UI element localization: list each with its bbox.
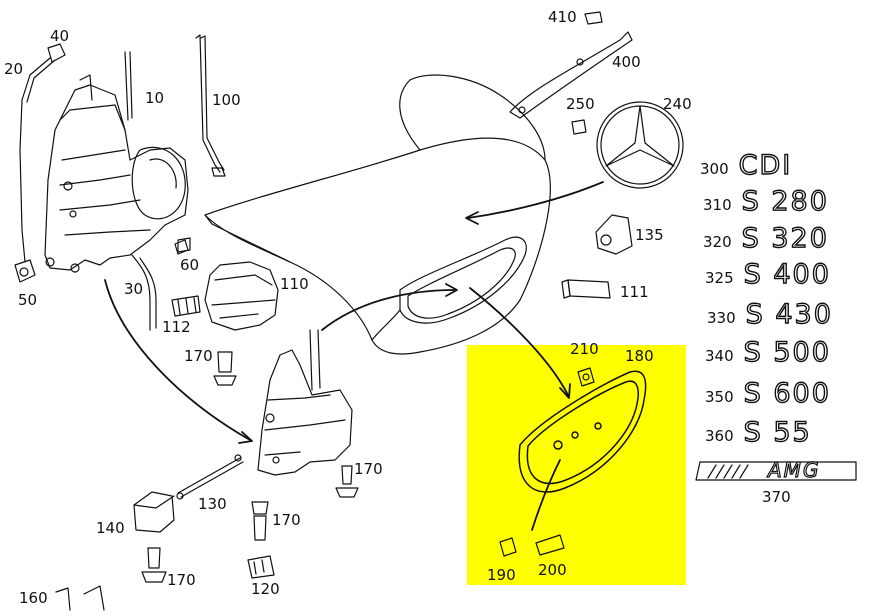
callout-label: 170 [272,511,301,529]
callout-label: 30 [124,280,144,298]
badge-lettering: S 430 [745,299,833,330]
screw-170-mid [251,501,269,541]
badge-lettering: S 55 [743,417,812,448]
badge-part-number: 300 [700,160,729,178]
badge-part-number: 320 [703,233,732,251]
badge-part-number: 360 [705,427,734,445]
callout-label: 370 [762,488,791,506]
amg-logo-text: AMG [767,458,821,482]
callout-label: 130 [198,495,227,513]
callout-label: 140 [96,519,125,537]
callout-label: 112 [162,318,191,336]
amg-logo-370 [695,461,857,481]
clip-250 [571,119,587,135]
badge-part-number: 340 [705,347,734,365]
badge-part-number: 350 [705,388,734,406]
lamp-111 [561,279,611,299]
screw-200 [535,534,565,556]
callout-label: 60 [180,256,200,274]
latch-assembly [257,329,353,476]
callout-label: 250 [566,95,595,113]
highlight-region [467,345,686,585]
clip-120 [247,555,275,579]
screw-170-upper [213,351,237,386]
callout-label: 111 [620,283,649,301]
motor-110 [204,261,279,331]
badge-part-number: 325 [705,269,734,287]
hinge-arm-400 [509,31,633,119]
block-140 [133,491,175,533]
badge-lettering: CDI [738,150,793,181]
callout-label: 100 [212,91,241,109]
screw-190 [499,537,517,557]
part-112 [171,295,201,317]
badge-lettering: S 400 [743,259,831,290]
badge-lettering: S 320 [741,223,829,254]
star-emblem-240 [596,101,684,189]
callout-label: 135 [635,226,664,244]
callout-label: 110 [280,275,309,293]
badge-row: 330 S 430 [707,299,833,330]
badge-lettering: S 600 [743,378,831,409]
rod-100 [195,34,226,177]
badge-row: 325 S 400 [705,259,831,290]
bolt-410 [584,11,603,25]
badge-row: 300 CDI [700,150,793,181]
callout-label: 410 [548,8,577,26]
bolt-60 [174,239,189,255]
callout-label: 400 [612,53,641,71]
handle-180 [518,370,647,493]
badge-row: 360 S 55 [705,417,812,448]
part-160 [55,585,105,611]
grommet-50 [14,259,36,283]
trunk-lid [204,74,551,355]
leader-arrows [104,181,604,531]
badge-part-number: 330 [707,309,736,327]
callout-label: 210 [570,340,599,358]
callout-label: 170 [354,460,383,478]
nut-210 [577,367,595,387]
callout-label: 20 [4,60,24,78]
badge-lettering: S 500 [743,337,831,368]
rod-30 [131,254,157,331]
callout-label: 120 [251,580,280,598]
cable-20 [19,43,66,263]
badge-part-number: 310 [703,196,732,214]
callout-label: 160 [19,589,48,607]
badge-row: 320 S 320 [703,223,829,254]
screw-170-lower [141,547,167,583]
badge-row: 340 S 500 [705,337,831,368]
callout-label: 240 [663,95,692,113]
callout-label: 50 [18,291,38,309]
screw-170-right [335,465,359,498]
lock-actuator-assembly [44,51,191,273]
callout-label: 170 [167,571,196,589]
badge-row: 350 S 600 [705,378,831,409]
callout-label: 10 [145,89,165,107]
callout-label: 170 [184,347,213,365]
rod-130 [176,454,244,500]
callout-label: 190 [487,566,516,584]
badge-row: 310 S 280 [703,186,829,217]
callout-label: 180 [625,347,654,365]
switch-135 [595,214,633,255]
badge-lettering: S 280 [741,186,829,217]
callout-label: 200 [538,561,567,579]
callout-label: 40 [50,27,70,45]
